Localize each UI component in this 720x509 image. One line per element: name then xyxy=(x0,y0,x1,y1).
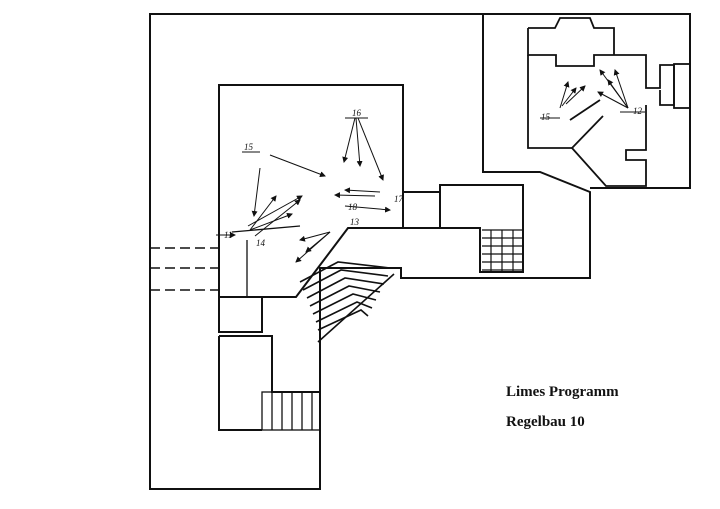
annex-interior xyxy=(527,17,691,187)
caption-program: Limes Programm xyxy=(506,384,619,400)
outer-wall xyxy=(149,13,591,490)
marker-16: 16 xyxy=(352,108,362,118)
marker-18: 18 xyxy=(348,202,358,212)
firing-arrows xyxy=(216,117,391,263)
marker-17: 17 xyxy=(394,194,404,204)
marker-annex-15: 15 xyxy=(541,112,551,122)
diagonal-stairs xyxy=(299,261,395,343)
entry-dashes xyxy=(150,247,219,291)
right-annex-wall xyxy=(483,13,691,189)
stair-treads-upper xyxy=(482,229,522,272)
annex-arrows xyxy=(559,69,629,109)
corridor-wall xyxy=(403,191,440,229)
left-passage-wall xyxy=(218,298,263,333)
caption-type: Regelbau 10 xyxy=(506,414,585,430)
stair-block-wall xyxy=(439,184,524,273)
marker-12: 12 xyxy=(633,106,643,116)
marker-11: 11 xyxy=(224,230,232,240)
dimension-lines xyxy=(242,111,645,153)
marker-13: 13 xyxy=(350,217,360,227)
marker-14: 14 xyxy=(256,238,266,248)
marker-15: 15 xyxy=(244,142,254,152)
lower-room-wall xyxy=(218,335,320,431)
stair-treads-lower xyxy=(261,391,321,431)
main-room-wall xyxy=(218,84,404,298)
